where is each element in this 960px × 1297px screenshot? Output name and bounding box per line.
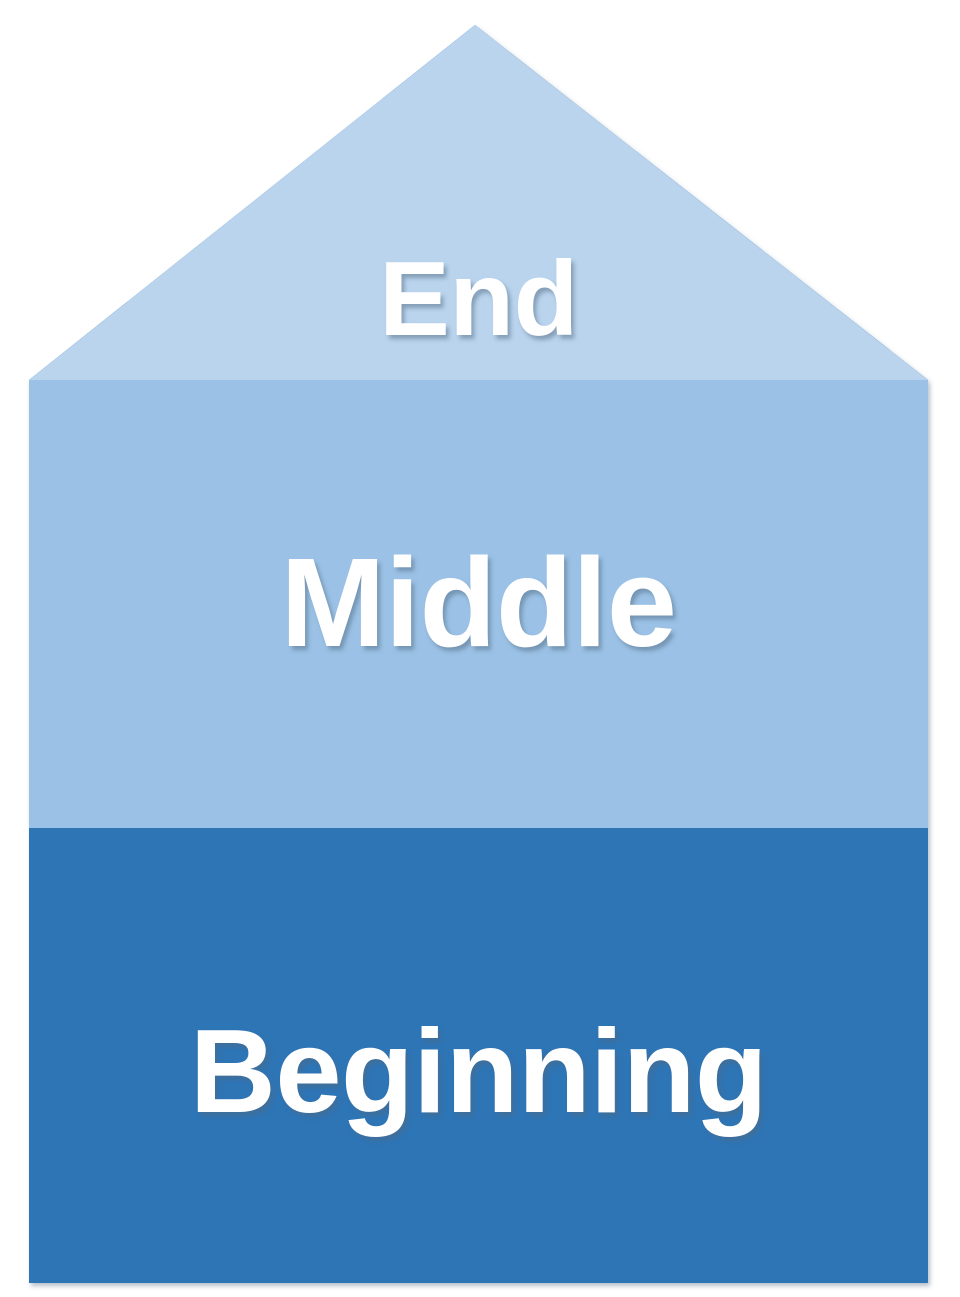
band-label-end: End: [379, 240, 578, 358]
band-group: [29, 25, 928, 1283]
band-beginning-shape: [29, 828, 928, 1283]
band-middle-shape: [29, 380, 928, 828]
band-label-beginning: Beginning: [189, 1005, 768, 1138]
band-end-shape: [29, 25, 928, 380]
band-label-middle: Middle: [280, 532, 677, 673]
